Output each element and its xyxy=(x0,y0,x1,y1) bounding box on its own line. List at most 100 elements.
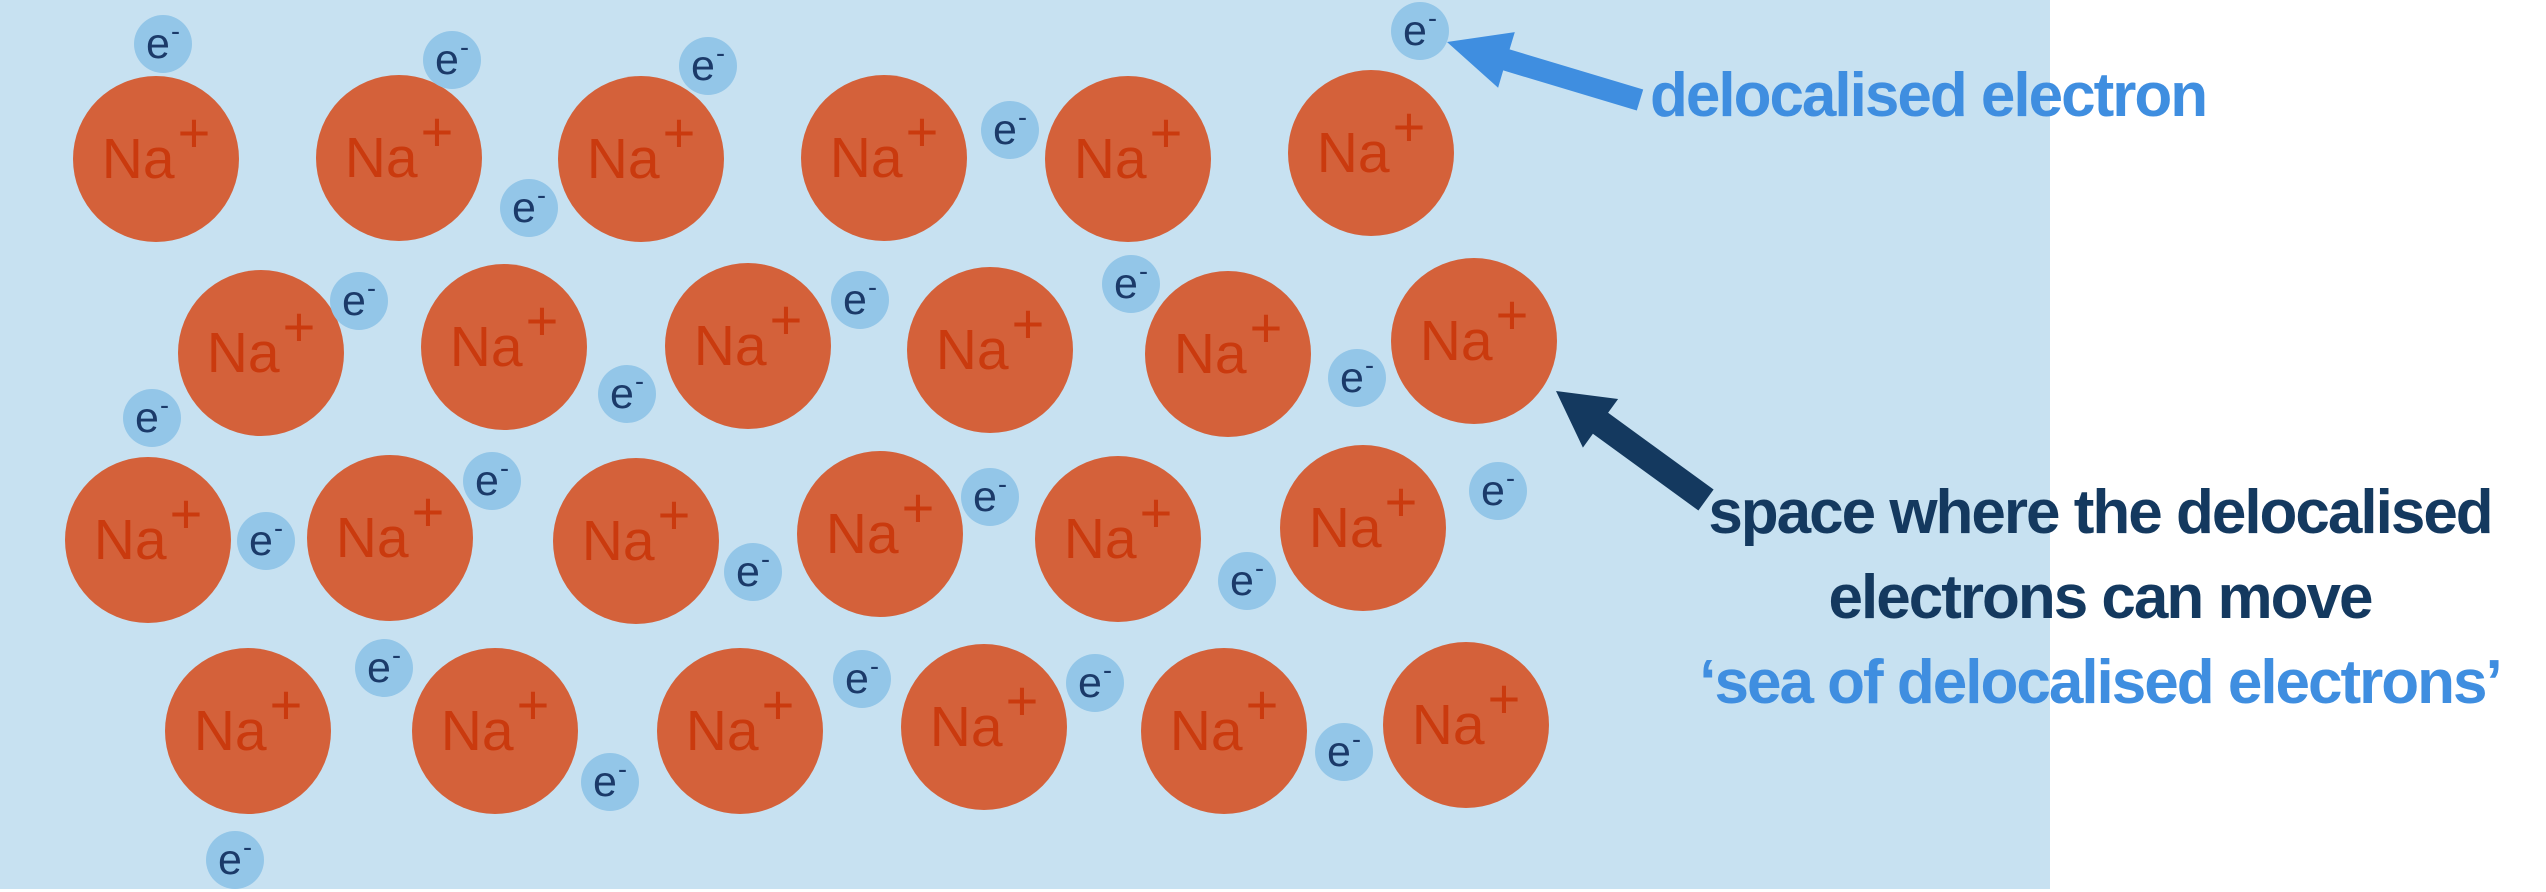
ion-symbol: Na xyxy=(1411,692,1485,757)
electron-charge: - xyxy=(1364,349,1374,380)
ion-symbol: Na xyxy=(581,508,655,573)
electron-symbol: e xyxy=(1481,466,1505,515)
electron-symbol: e xyxy=(342,276,366,325)
ion-charge: + xyxy=(177,101,211,164)
ion-charge: + xyxy=(905,100,939,163)
electron: e - xyxy=(679,37,737,95)
sodium-ion: Na + xyxy=(1045,76,1211,242)
electron-charge: - xyxy=(634,365,644,396)
ion-symbol: Na xyxy=(1073,126,1147,191)
electron-charge: - xyxy=(869,650,879,681)
sodium-ion: Na + xyxy=(1391,258,1557,424)
sodium-ion: Na + xyxy=(316,75,482,241)
electron-symbol: e xyxy=(610,369,634,418)
ion-symbol: Na xyxy=(344,125,418,190)
sea-of-delocalised-electrons-label: ‘sea of delocalised electrons’ xyxy=(1699,648,2502,717)
electron-symbol: e xyxy=(1230,556,1254,605)
electron-charge: - xyxy=(760,543,770,574)
sodium-ion: Na + xyxy=(307,455,473,621)
electron-charge: - xyxy=(536,179,546,210)
electron-charge: - xyxy=(170,15,180,46)
electron: e - xyxy=(123,389,181,447)
electron: e - xyxy=(500,179,558,237)
electron-symbol: e xyxy=(973,472,997,521)
ion-charge: + xyxy=(516,673,550,736)
ion-symbol: Na xyxy=(1173,321,1247,386)
delocalised-electron-label: delocalised electron xyxy=(1650,61,2208,130)
ion-charge: + xyxy=(1245,673,1279,736)
sodium-ion: Na + xyxy=(1141,648,1307,814)
electron-symbol: e xyxy=(1078,658,1102,707)
electron-charge: - xyxy=(242,831,252,862)
electron: e - xyxy=(1469,462,1527,520)
ion-charge: + xyxy=(1487,667,1521,730)
ion-charge: + xyxy=(1011,292,1045,355)
ion-charge: + xyxy=(1149,101,1183,164)
ion-charge: + xyxy=(420,100,454,163)
electron: e - xyxy=(1102,255,1160,313)
electron: e - xyxy=(463,452,521,510)
sodium-ion: Na + xyxy=(901,644,1067,810)
electron-symbol: e xyxy=(435,35,459,84)
ion-charge: + xyxy=(269,673,303,736)
sodium-ion: Na + xyxy=(65,457,231,623)
electron-charge: - xyxy=(1427,2,1437,33)
sodium-ion: Na + xyxy=(73,76,239,242)
ion-charge: + xyxy=(411,480,445,543)
electron-symbol: e xyxy=(1114,259,1138,308)
ion-charge: + xyxy=(1005,669,1039,732)
electron-space-caption: space where the delocalised electrons ca… xyxy=(1654,470,2546,725)
electron: e - xyxy=(134,15,192,73)
sodium-ion: Na + xyxy=(657,648,823,814)
ion-charge: + xyxy=(1249,296,1283,359)
electron-symbol: e xyxy=(146,19,170,68)
sodium-ion: Na + xyxy=(178,270,344,436)
electron-charge: - xyxy=(366,272,376,303)
ion-charge: + xyxy=(901,476,935,539)
electron-symbol: e xyxy=(218,835,242,884)
ion-symbol: Na xyxy=(101,126,175,191)
electron-charge: - xyxy=(499,452,509,483)
electron: e - xyxy=(724,543,782,601)
electron-symbol: e xyxy=(593,757,617,806)
electron: e - xyxy=(355,639,413,697)
ion-symbol: Na xyxy=(1419,308,1493,373)
electron: e - xyxy=(206,831,264,889)
ion-charge: + xyxy=(769,288,803,351)
electron: e - xyxy=(330,272,388,330)
sodium-ion: Na + xyxy=(1280,445,1446,611)
sodium-ion: Na + xyxy=(665,263,831,429)
sodium-ion: Na + xyxy=(1145,271,1311,437)
ion-symbol: Na xyxy=(206,320,280,385)
space-caption-line2: electrons can move xyxy=(1828,563,2374,632)
electron-charge: - xyxy=(1017,101,1027,132)
electron-charge: - xyxy=(459,31,469,62)
sodium-ion: Na + xyxy=(801,75,967,241)
electron: e - xyxy=(423,31,481,89)
ion-symbol: Na xyxy=(935,317,1009,382)
sodium-ion: Na + xyxy=(1035,456,1201,622)
electron: e - xyxy=(1391,2,1449,60)
ion-charge: + xyxy=(1384,470,1418,533)
electron-symbol: e xyxy=(475,456,499,505)
electron-charge: - xyxy=(391,639,401,670)
electron: e - xyxy=(1218,552,1276,610)
ion-symbol: Na xyxy=(693,313,767,378)
electron-charge: - xyxy=(617,753,627,784)
ion-charge: + xyxy=(662,101,696,164)
electron-symbol: e xyxy=(249,516,273,565)
electron: e - xyxy=(581,753,639,811)
ion-symbol: Na xyxy=(193,698,267,763)
electron-symbol: e xyxy=(691,41,715,90)
ion-charge: + xyxy=(169,482,203,545)
sodium-ion: Na + xyxy=(907,267,1073,433)
electron-symbol: e xyxy=(1403,6,1427,55)
ion-charge: + xyxy=(657,483,691,546)
electron-symbol: e xyxy=(736,547,760,596)
sodium-ion: Na + xyxy=(558,76,724,242)
electron-charge: - xyxy=(1505,462,1515,493)
electron-symbol: e xyxy=(843,275,867,324)
ion-symbol: Na xyxy=(1169,698,1243,763)
electron: e - xyxy=(831,271,889,329)
electron: e - xyxy=(1315,723,1373,781)
